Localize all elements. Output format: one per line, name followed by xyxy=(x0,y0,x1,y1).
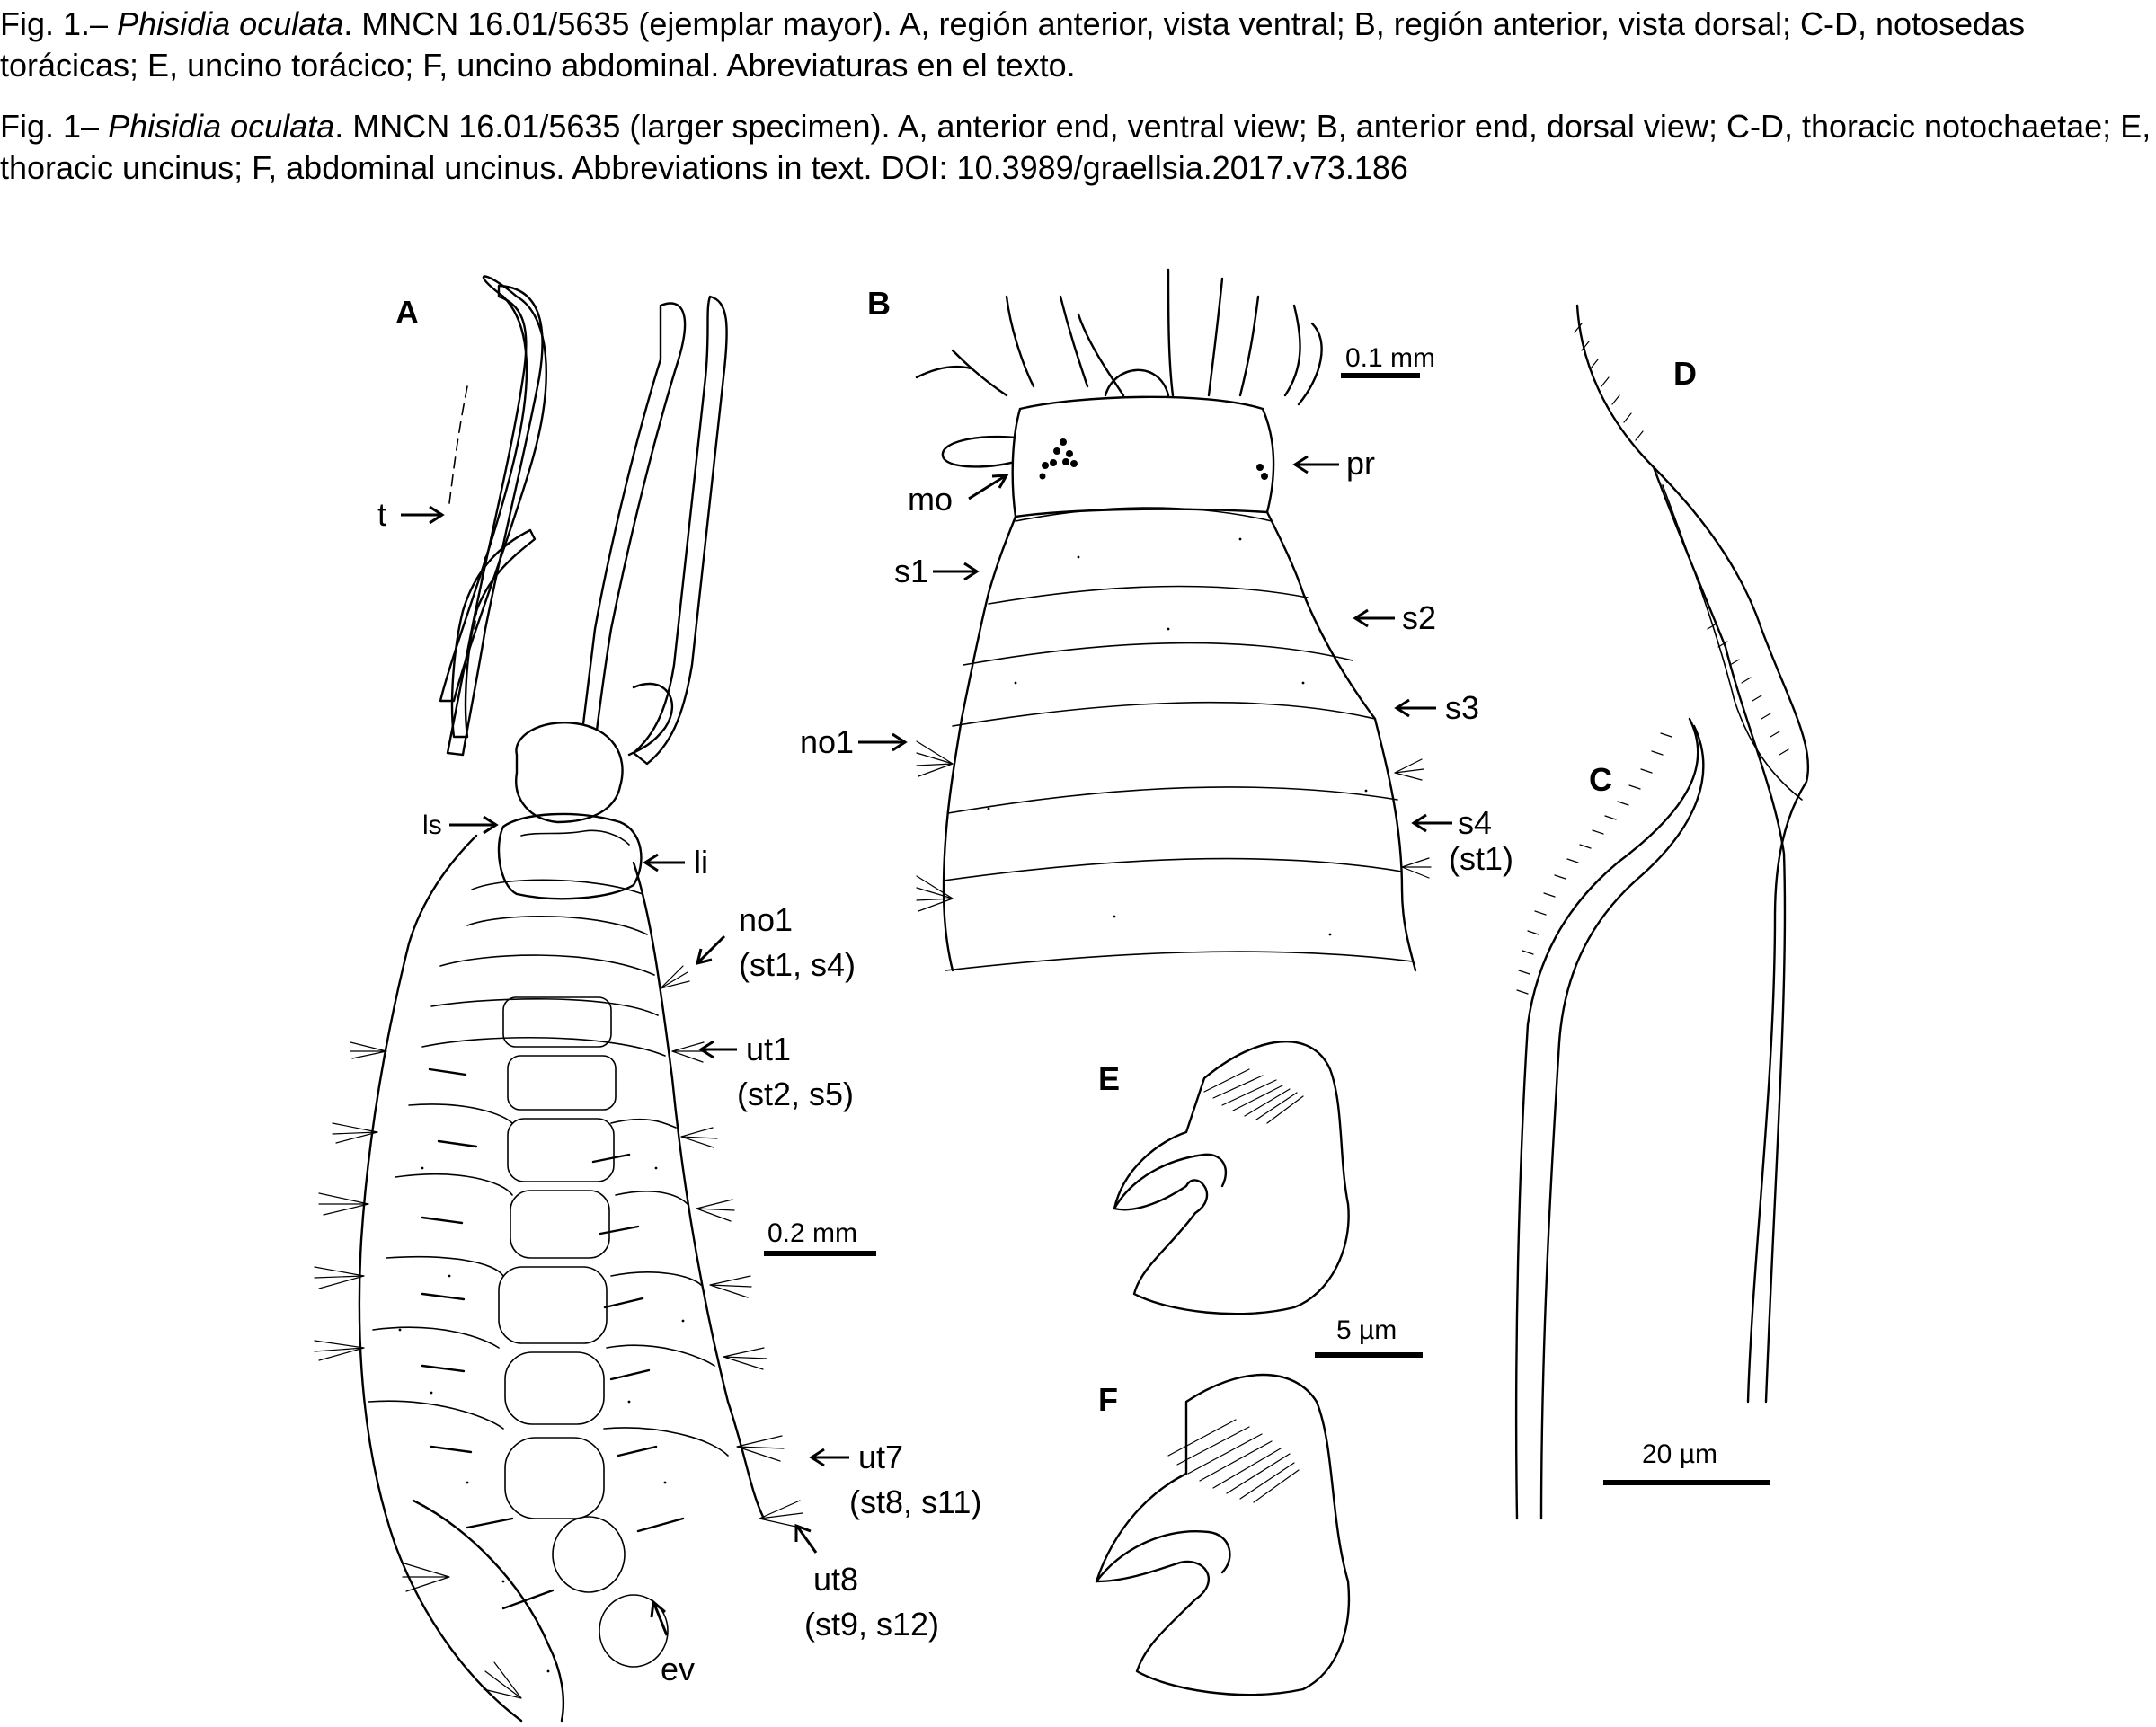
label-s4: s4 xyxy=(1458,804,1492,841)
label-prostomium: pr xyxy=(1346,445,1375,482)
panel-f-drawing xyxy=(1095,1373,1351,1696)
label-no1-a: no1 xyxy=(739,901,793,938)
label-s1: s1 xyxy=(894,553,928,589)
label-ut7: ut7 xyxy=(858,1439,903,1475)
scale-label-b: 0.1 mm xyxy=(1345,343,1435,373)
arrow-s1 xyxy=(933,562,980,581)
label-ut8-sub: (st9, s12) xyxy=(804,1606,939,1643)
panel-label-e: E xyxy=(1098,1060,1120,1097)
label-tentacle: t xyxy=(377,496,386,533)
scale-label-a: 0.2 mm xyxy=(767,1218,857,1248)
arrow-lower-lip xyxy=(643,853,685,872)
label-s2: s2 xyxy=(1402,599,1436,636)
label-ut7-sub: (st8, s11) xyxy=(849,1483,981,1520)
label-ut8: ut8 xyxy=(813,1561,858,1598)
label-s3: s3 xyxy=(1445,689,1479,726)
panel-label-f: F xyxy=(1098,1381,1118,1418)
arrow-ut8 xyxy=(794,1523,818,1554)
panel-c-drawing xyxy=(1514,717,1705,1520)
panel-label-b: B xyxy=(867,285,891,322)
scale-label-cd: 20 µm xyxy=(1642,1439,1717,1469)
panel-label-a: A xyxy=(395,294,419,331)
label-no1-b: no1 xyxy=(800,723,854,760)
panel-b-drawing xyxy=(915,268,1432,972)
panel-e-drawing xyxy=(1113,1041,1350,1315)
arrow-s3 xyxy=(1394,698,1436,718)
caption-es-species: Phisidia oculata xyxy=(117,5,344,42)
label-ev: ev xyxy=(661,1651,695,1687)
arrow-prostomium xyxy=(1292,455,1339,474)
arrow-upper-lip xyxy=(449,815,499,835)
arrow-ut7 xyxy=(809,1448,849,1467)
label-upper-lip: ls xyxy=(422,810,442,840)
arrow-ev xyxy=(650,1599,669,1636)
caption-en-text: . MNCN 16.01/5635 (larger specimen). A, … xyxy=(0,108,2152,186)
caption-en-species: Phisidia oculata xyxy=(108,108,335,145)
caption-spanish: Fig. 1.– Phisidia oculata. MNCN 16.01/56… xyxy=(0,4,2156,86)
caption-english: Fig. 1– Phisidia oculata. MNCN 16.01/563… xyxy=(0,106,2156,189)
panel-label-d: D xyxy=(1673,355,1697,392)
label-ut1-sub: (st2, s5) xyxy=(737,1076,854,1112)
arrow-s4 xyxy=(1411,813,1452,833)
arrow-s2 xyxy=(1353,608,1395,628)
panel-label-c: C xyxy=(1589,761,1612,798)
panel-d-drawing xyxy=(1574,304,1810,1404)
arrow-ut1 xyxy=(698,1040,737,1059)
caption-es-text: . MNCN 16.01/5635 (ejemplar mayor). A, r… xyxy=(0,5,2026,84)
arrow-mouth xyxy=(968,474,1009,500)
label-no1-a-sub: (st1, s4) xyxy=(739,946,856,983)
label-st1: (st1) xyxy=(1449,840,1513,877)
caption-en-prefix: Fig. 1– xyxy=(0,108,109,145)
arrow-no1-a xyxy=(695,934,726,966)
scale-label-ef: 5 µm xyxy=(1336,1315,1397,1345)
arrow-tentacle xyxy=(401,505,445,525)
label-ut1: ut1 xyxy=(746,1031,791,1067)
label-mouth: mo xyxy=(908,481,953,518)
label-lower-lip: li xyxy=(694,844,708,881)
panel-a-drawing xyxy=(314,275,803,1723)
caption-es-prefix: Fig. 1.– xyxy=(0,5,118,42)
arrow-no1-b xyxy=(858,732,908,752)
